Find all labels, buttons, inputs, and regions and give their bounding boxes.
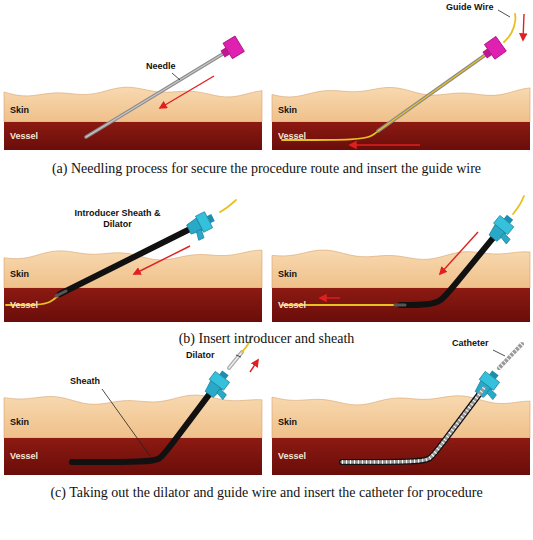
sheath-hub <box>202 367 237 402</box>
vessel-layer <box>4 288 262 322</box>
vessel-layer <box>4 122 262 150</box>
vessel-band: Vessel <box>274 438 311 475</box>
skin-layer <box>272 396 530 438</box>
band-label: Skin <box>278 417 297 428</box>
band-label: Vessel <box>10 300 38 311</box>
needle-shine <box>86 52 226 137</box>
vessel-band: Vessel <box>274 288 311 322</box>
band-label: Vessel <box>278 131 306 142</box>
leader-line <box>493 350 505 356</box>
skin-layer <box>4 87 262 122</box>
guide-wire <box>513 196 524 214</box>
part-label: Introducer Sheath & Dilator <box>70 208 165 230</box>
sheath <box>342 388 484 462</box>
vessel-layer <box>272 122 530 150</box>
band-label: Skin <box>10 417 29 428</box>
vessel-band: Vessel <box>6 438 43 475</box>
figure-caption: (a) Needling process for secure the proc… <box>20 160 513 177</box>
guide-wire <box>220 200 236 212</box>
skin-band: Skin <box>274 98 302 122</box>
skin-layer <box>272 250 530 288</box>
leader-line <box>498 10 510 17</box>
guide-wire <box>378 53 488 131</box>
band-label: Skin <box>278 269 297 280</box>
part-label: Catheter <box>452 338 489 349</box>
needle <box>378 53 488 131</box>
sheath-hub <box>185 209 219 242</box>
tissue-bands <box>272 250 530 322</box>
leader-line <box>236 355 241 357</box>
motion-arrow <box>250 360 258 372</box>
skin-layer <box>4 395 262 438</box>
needle-hub <box>218 36 244 62</box>
vessel-layer <box>272 438 530 475</box>
dilator-core <box>229 352 242 368</box>
catheter-hatch <box>342 388 484 462</box>
skin-band: Skin <box>274 261 302 288</box>
vessel-layer <box>4 438 262 475</box>
sheath-hub <box>486 212 521 247</box>
motion-arrow <box>440 232 478 274</box>
skin-band: Skin <box>6 98 34 122</box>
introducer-sheath <box>60 226 196 294</box>
part-label: Guide Wire <box>446 2 493 13</box>
tissue-bands <box>272 87 530 150</box>
needle <box>86 52 226 137</box>
catheter <box>342 388 484 462</box>
needle-hub <box>480 36 507 62</box>
dilator-tip <box>56 291 66 296</box>
vessel-layer <box>272 288 530 322</box>
band-label: Vessel <box>10 131 38 142</box>
motion-arrow <box>350 144 420 145</box>
band-label: Skin <box>278 105 297 116</box>
band-label: Vessel <box>278 300 306 311</box>
vessel-band: Vessel <box>274 122 311 150</box>
motion-arrow <box>134 246 190 274</box>
motion-arrow <box>160 76 214 108</box>
skin-band: Skin <box>274 406 302 438</box>
figure-caption: (b) Insert introducer and sheath <box>20 330 513 347</box>
vessel-band: Vessel <box>6 288 43 322</box>
skin-band: Skin <box>6 261 34 288</box>
sheath <box>72 388 214 462</box>
figure-caption: (c) Taking out the dilator and guide wir… <box>40 484 493 501</box>
tissue-bands <box>4 250 262 322</box>
leader-line <box>102 389 150 456</box>
band-label: Skin <box>10 105 29 116</box>
band-label: Vessel <box>10 451 38 462</box>
tissue-bands <box>4 87 262 150</box>
motion-arrow <box>320 297 340 298</box>
part-label: Sheath <box>70 376 100 387</box>
catheter <box>499 344 522 368</box>
vessel-band: Vessel <box>6 122 43 150</box>
guide-wire <box>504 14 515 42</box>
band-label: Vessel <box>278 451 306 462</box>
part-label: Needle <box>146 61 176 72</box>
leader-line <box>172 73 180 80</box>
skin-band: Skin <box>6 406 34 438</box>
motion-arrow <box>523 14 524 40</box>
introducer-sheath <box>400 232 498 305</box>
catheter-hatch <box>499 344 522 368</box>
band-label: Skin <box>10 269 29 280</box>
dilator <box>229 352 242 368</box>
part-label: Dilator <box>186 350 215 361</box>
dilator-tip <box>395 304 405 307</box>
